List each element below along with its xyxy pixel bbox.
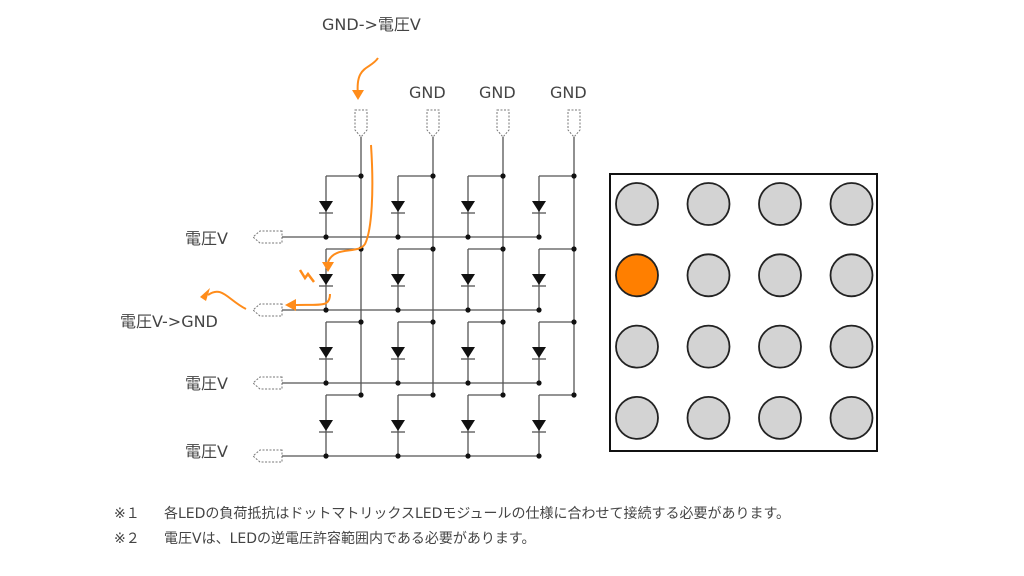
- circuit-wires: [252, 109, 581, 463]
- row-label: 電圧V: [185, 229, 228, 248]
- junction-dot: [500, 319, 506, 325]
- led-diode-icon: [391, 274, 405, 285]
- junction-dot: [430, 319, 436, 325]
- led-diode-icon: [532, 201, 546, 212]
- junction-dot: [500, 392, 506, 398]
- led-dot: [686, 253, 731, 298]
- junction-dot: [395, 307, 401, 313]
- led-diode-icon: [532, 420, 546, 431]
- arrow-head-icon: [285, 299, 296, 311]
- junction-dot: [323, 234, 329, 240]
- column-connector: [354, 109, 368, 138]
- junction-dot: [465, 380, 471, 386]
- junction-dot: [571, 392, 577, 398]
- led-diode-icon: [532, 347, 546, 358]
- column-connector: [567, 109, 581, 138]
- led-dot: [829, 182, 874, 226]
- current-path: [327, 144, 374, 263]
- junction-dot: [571, 246, 577, 252]
- junction-dot: [358, 173, 364, 179]
- led-diode-icon: [461, 201, 475, 212]
- junction-dot: [571, 319, 577, 325]
- junction-dot: [465, 453, 471, 459]
- led-diode-icon: [532, 274, 546, 285]
- top-input-label: GND->電圧V: [322, 15, 421, 34]
- column-label: GND: [409, 83, 446, 102]
- row-label: 電圧V: [185, 442, 228, 461]
- led-dot: [758, 253, 802, 298]
- led-diode-icon: [461, 420, 475, 431]
- column-connector: [426, 109, 440, 138]
- footnote-mark: ※１: [114, 506, 140, 522]
- row-connector: [252, 230, 283, 244]
- led-diode-icon: [319, 201, 333, 212]
- led-dot: [615, 324, 659, 369]
- led-diode-icon: [391, 201, 405, 212]
- junction-dot: [430, 173, 436, 179]
- led-dot-lit: [615, 253, 659, 298]
- led-diode-icon: [391, 420, 405, 431]
- led-dot: [686, 182, 731, 226]
- row-label: 電圧V->GND: [120, 312, 218, 331]
- footnote-text: 各LEDの負荷抵抗はドットマトリックスLEDモジュールの仕様に合わせて接続する必…: [164, 506, 791, 522]
- input-arrow-path: [356, 57, 379, 96]
- column-label: GND: [479, 83, 516, 102]
- led-dot: [829, 253, 874, 298]
- arrow-head-icon: [352, 90, 364, 100]
- junction-dot: [395, 380, 401, 386]
- led-dot: [758, 182, 802, 226]
- column-label: GND: [550, 83, 587, 102]
- column-connector: [496, 109, 510, 138]
- row-connector: [252, 449, 283, 463]
- row-connector: [252, 303, 283, 317]
- row-label: 電圧V: [185, 374, 228, 393]
- junction-dot: [395, 453, 401, 459]
- junction-dot: [395, 234, 401, 240]
- led-diode-icon: [391, 347, 405, 358]
- current-path: [293, 293, 331, 306]
- junction-dot: [536, 234, 542, 240]
- junction-dot: [465, 234, 471, 240]
- junction-dot: [571, 173, 577, 179]
- junction-dot: [323, 307, 329, 313]
- footnote-mark: ※２: [114, 531, 140, 547]
- led-diode-icon: [319, 274, 333, 285]
- led-dot: [758, 395, 802, 440]
- footnote-1: ※１ 各LEDの負荷抵抗はドットマトリックスLEDモジュールの仕様に合わせて接続す…: [114, 503, 790, 523]
- junction-dot: [465, 307, 471, 313]
- led-diode-icon: [461, 347, 475, 358]
- led-dot: [758, 324, 802, 369]
- junction-dot: [500, 246, 506, 252]
- led-diode-icon: [319, 420, 333, 431]
- footnote-text: 電圧Vは、LEDの逆電圧許容範囲内である必要があります。: [164, 531, 536, 547]
- junction-dot: [323, 453, 329, 459]
- junction-dot: [358, 392, 364, 398]
- junction-dot: [536, 307, 542, 313]
- led-diode-icon: [319, 347, 333, 358]
- current-flow-arrows: [200, 57, 379, 311]
- light-emission-icon: [298, 269, 315, 283]
- led-dot: [829, 324, 874, 369]
- led-dot-matrix: [609, 173, 878, 452]
- junction-dot: [430, 246, 436, 252]
- row-connector: [252, 376, 283, 390]
- led-dot: [686, 395, 731, 440]
- junction-dot: [358, 319, 364, 325]
- led-dot: [615, 182, 659, 226]
- junction-dot: [430, 392, 436, 398]
- footnote-2: ※２ 電圧Vは、LEDの逆電圧許容範囲内である必要があります。: [114, 528, 535, 548]
- junction-dot: [536, 453, 542, 459]
- junction-dot: [323, 380, 329, 386]
- led-dot: [829, 395, 874, 440]
- output-arrow-path: [207, 290, 247, 310]
- junction-dot: [536, 380, 542, 386]
- led-dot: [615, 395, 659, 440]
- arrow-head-icon: [322, 262, 334, 272]
- led-dot: [686, 324, 731, 369]
- junction-dot: [500, 173, 506, 179]
- led-diode-icon: [461, 274, 475, 285]
- arrow-head-icon: [200, 288, 210, 301]
